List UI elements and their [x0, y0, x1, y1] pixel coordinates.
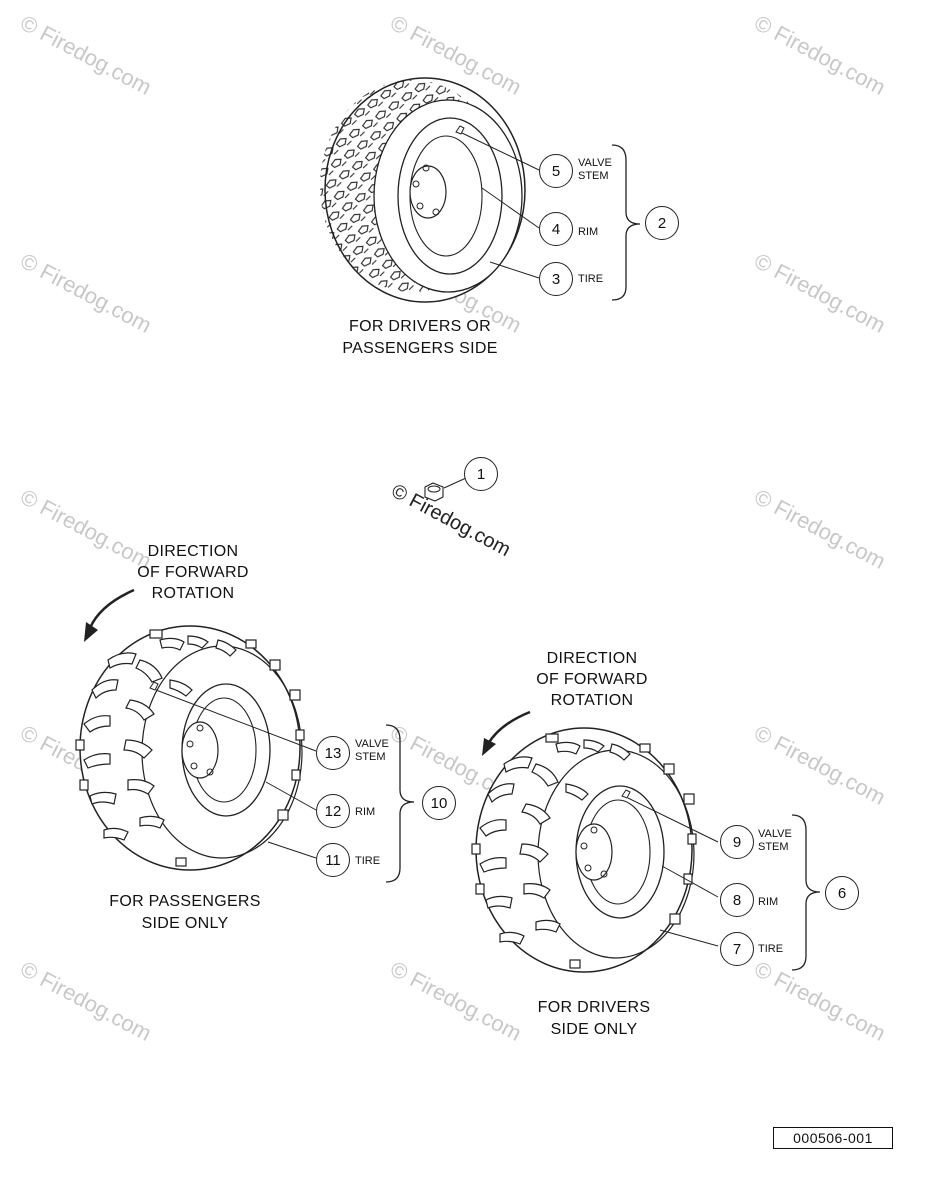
callout-11: 11	[316, 843, 350, 877]
top-wheel	[320, 77, 526, 303]
right-hub	[575, 823, 613, 881]
callout-2: 2	[645, 206, 679, 240]
label-valve-stem: VALVE STEM	[578, 157, 612, 182]
left-direction-label: DIRECTION OF FORWARD ROTATION	[137, 543, 249, 602]
label-valve-stem: VALVE STEM	[758, 828, 792, 853]
label-rim: RIM	[355, 806, 376, 818]
right-tire-lugs	[471, 733, 697, 969]
left-wheel	[75, 625, 305, 871]
label-rim: RIM	[758, 896, 779, 908]
left-caption: FOR PASSENGERS SIDE ONLY	[109, 893, 261, 932]
callout-10: 10	[422, 786, 456, 820]
top-hub	[409, 165, 447, 219]
part-number-box: 000506-001	[773, 1127, 893, 1149]
label-tire: TIRE	[758, 943, 784, 955]
right-caption: FOR DRIVERS SIDE ONLY	[537, 999, 651, 1038]
callout-12: 12	[316, 794, 350, 828]
label-rim: RIM	[578, 226, 599, 238]
callout-4: 4	[539, 212, 573, 246]
callout-8: 8	[720, 883, 754, 917]
label-tire: TIRE	[578, 273, 604, 285]
callout-7: 7	[720, 932, 754, 966]
right-direction-label: DIRECTION OF FORWARD ROTATION	[536, 650, 648, 709]
top-caption: FOR DRIVERS OR PASSENGERS SIDE	[342, 318, 498, 357]
right-valve-stem	[621, 789, 631, 799]
left-tire-lugs	[75, 629, 305, 867]
label-tire: TIRE	[355, 855, 381, 867]
lug-nut	[424, 482, 444, 502]
label-valve-stem: VALVE STEM	[355, 738, 389, 763]
left-valve-stem	[149, 681, 159, 691]
right-rotation-arrow	[486, 710, 531, 745]
callout-13: 13	[316, 736, 350, 770]
top-rim	[397, 117, 503, 275]
callout-6: 6	[825, 876, 859, 910]
left-rotation-arrow	[88, 588, 135, 629]
left-hub	[181, 721, 219, 779]
right-wheel	[471, 727, 697, 973]
callout-1: 1	[464, 457, 498, 491]
callout-5: 5	[539, 154, 573, 188]
top-valve-stem	[455, 125, 465, 135]
callout-3: 3	[539, 262, 573, 296]
callout-9: 9	[720, 825, 754, 859]
